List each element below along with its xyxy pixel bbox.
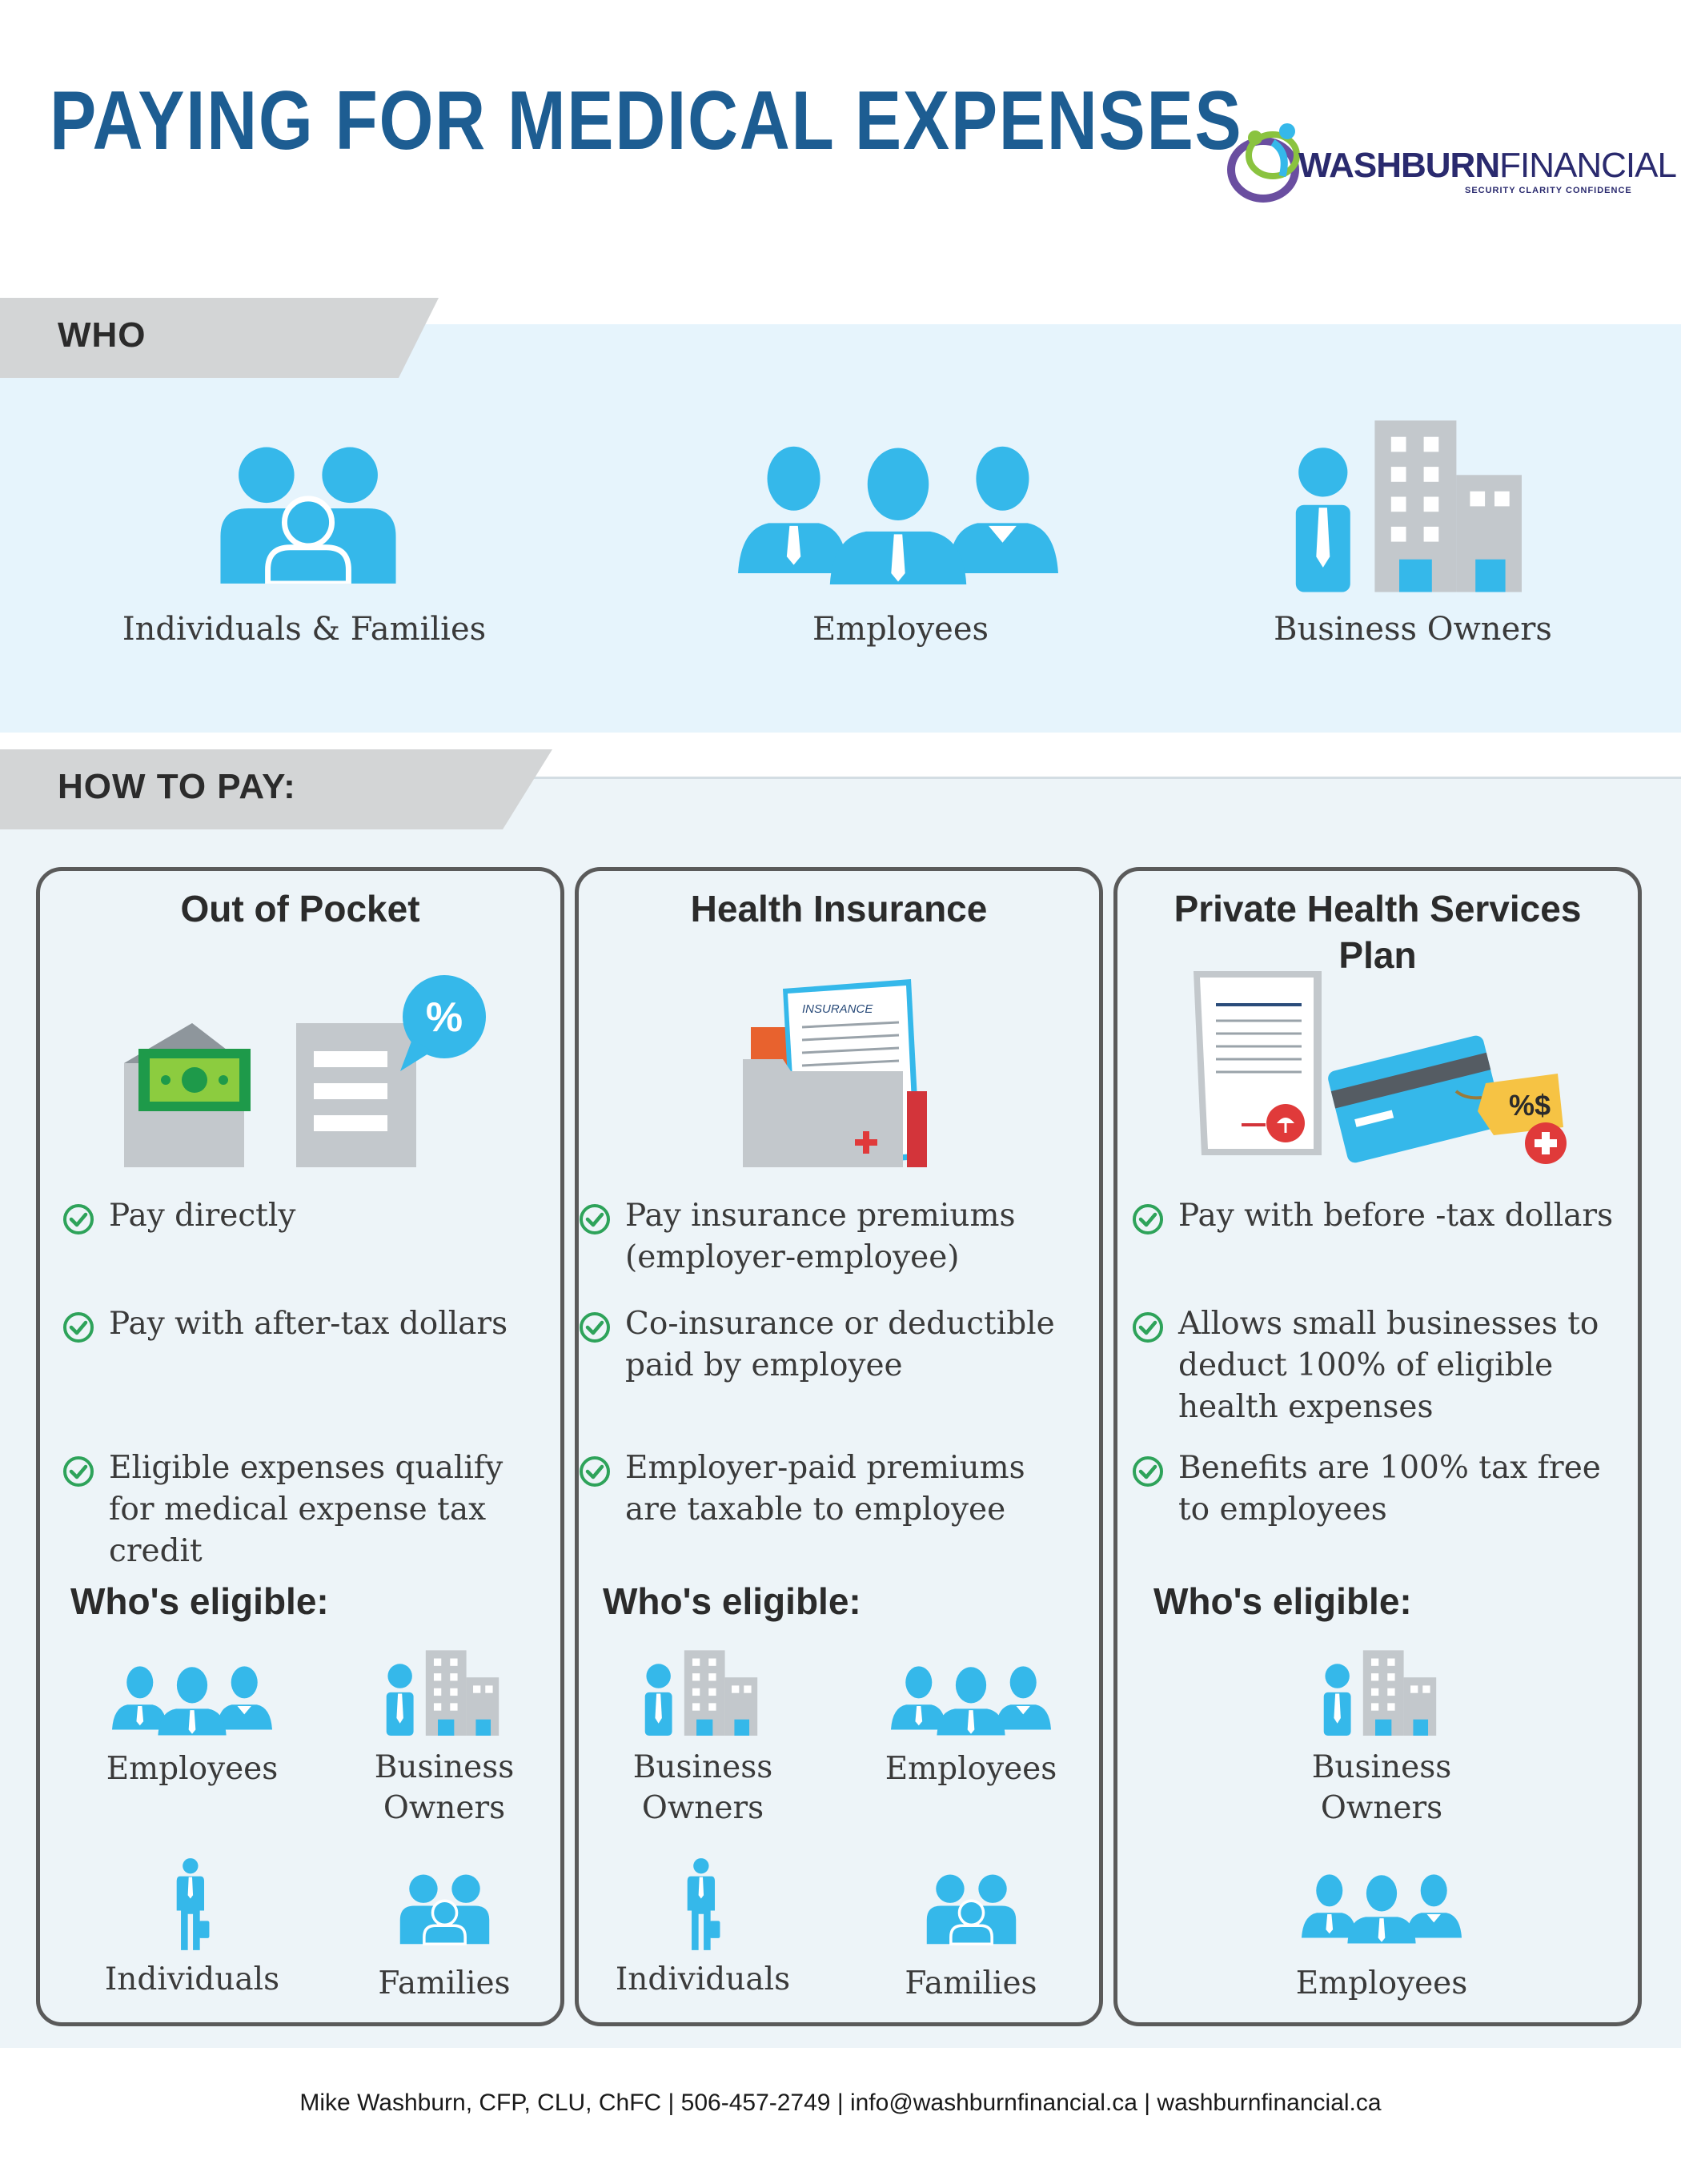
how-heading: HOW TO PAY: [58, 767, 296, 806]
option-title: Health Insurance [690, 888, 988, 929]
page-title: PAYING FOR MEDICAL EXPENSES [50, 74, 1243, 167]
eligible-employees: Employees [851, 1664, 1091, 1789]
bullet-item: Benefits are 100% tax free to employees [1132, 1447, 1612, 1531]
footer-contact: Mike Washburn, CFP, CLU, ChFC | 506-457-… [299, 2090, 1382, 2116]
logo-wordmark: WASHBURNFINANCIAL [1298, 146, 1677, 185]
section-divider [0, 777, 1681, 779]
eligible-heading: Who's eligible: [603, 1580, 861, 1622]
who-label-employees: Employees [812, 611, 989, 648]
bullet-item: Pay with after-tax dollars [62, 1303, 551, 1345]
eligible-individuals: Individuals [591, 1857, 815, 2000]
logo-tagline: SECURITY CLARITY CONFIDENCE [1465, 186, 1632, 195]
individual-icon [176, 1858, 210, 1950]
bullet-item: Pay directly [62, 1195, 551, 1237]
document-credit-card-icon: %$ [1194, 971, 1567, 1164]
eligible-business-owners: Business Owners [591, 1648, 815, 1829]
check-circle-icon [1132, 1455, 1164, 1487]
individual-icon [687, 1858, 720, 1950]
bullet-item: Co-insurance or deductible paid by emplo… [579, 1303, 1107, 1387]
business-owner-icon [386, 1650, 499, 1736]
employees-icon [112, 1666, 272, 1736]
eligible-heading: Who's eligible: [1153, 1580, 1412, 1622]
check-circle-icon [579, 1311, 611, 1343]
who-heading-tab: WHO [0, 298, 448, 378]
insurance-document-folder-icon: INSURANCE [743, 979, 927, 1167]
business-owner-icon [1295, 420, 1522, 592]
family-icon [218, 444, 399, 584]
bullet-item: Pay insurance premiums (employer-employe… [579, 1195, 1091, 1279]
employees-icon [891, 1666, 1051, 1736]
eligible-families: Families [332, 1872, 556, 2004]
option-title: Private Health Services Plan [1173, 888, 1582, 976]
option-title: Out of Pocket [180, 888, 420, 929]
check-circle-icon [62, 1455, 94, 1487]
family-icon [398, 1873, 491, 1945]
svg-text:%$: %$ [1509, 1089, 1551, 1122]
who-label-individuals-families: Individuals & Families [122, 611, 487, 648]
who-label-business-owners: Business Owners [1274, 611, 1552, 648]
check-circle-icon [579, 1203, 611, 1235]
svg-text:%: % [426, 994, 463, 1041]
employees-icon [1302, 1874, 1462, 1944]
bullet-item: Employer-paid premiums are taxable to em… [579, 1447, 1075, 1531]
bullet-item: Pay with before -tax dollars [1132, 1195, 1644, 1237]
eligible-business-owners: Business Owners [332, 1650, 556, 1829]
check-circle-icon [62, 1311, 94, 1343]
cash-envelope-receipt-icon: % [124, 975, 486, 1167]
option-panel-private-health-services-plan: Private Health Services Plan %$ Pay with… [1113, 867, 1642, 2026]
eligible-heading: Who's eligible: [70, 1580, 329, 1622]
eligible-employees: Employees [1262, 1872, 1502, 2004]
eligible-families: Families [851, 1872, 1091, 2004]
who-heading: WHO [58, 315, 146, 355]
eligible-employees: Employees [72, 1664, 312, 1789]
check-circle-icon [62, 1203, 94, 1235]
svg-text:INSURANCE: INSURANCE [802, 1002, 873, 1016]
employees-icon [738, 446, 1058, 584]
check-circle-icon [1132, 1203, 1164, 1235]
check-circle-icon [579, 1455, 611, 1487]
option-panel-out-of-pocket: Out of Pocket % Pay directly Pay with af… [36, 867, 564, 2026]
family-icon [925, 1873, 1017, 1945]
how-heading-tab: HOW TO PAY: [0, 749, 560, 829]
eligible-business-owners: Business Owners [1262, 1648, 1502, 1829]
check-circle-icon [1132, 1311, 1164, 1343]
bullet-item: Allows small businesses to deduct 100% o… [1132, 1303, 1636, 1428]
logo-mark-icon [1227, 123, 1300, 203]
eligible-individuals: Individuals [72, 1857, 312, 2000]
business-owner-icon [1323, 1650, 1436, 1736]
business-owner-icon [644, 1650, 757, 1736]
option-panel-health-insurance: Health Insurance INSURANCE Pay insurance… [575, 867, 1103, 2026]
company-logo: WASHBURNFINANCIAL SECURITY CLARITY CONFI… [1225, 120, 1677, 208]
bullet-item: Eligible expenses qualify for medical ex… [62, 1447, 511, 1572]
